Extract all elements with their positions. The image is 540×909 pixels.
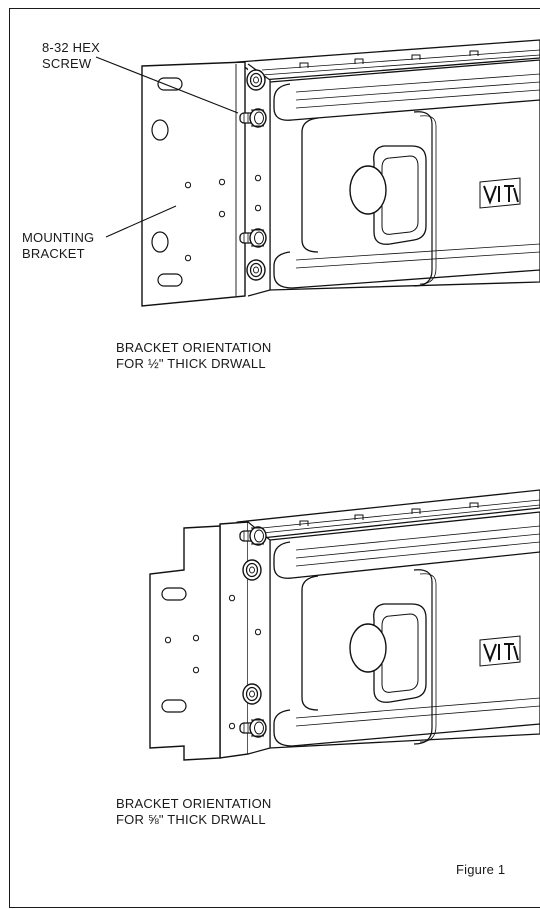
top-caption-line2: FOR ½" THICK DRWALL [116, 356, 266, 371]
figure-frame [9, 8, 540, 908]
figure-label: Figure 1 [456, 862, 506, 877]
top-caption-line1: BRACKET ORIENTATION [116, 340, 272, 355]
screw-callout-line2: SCREW [42, 56, 92, 71]
screw-callout-line1: 8-32 HEX [42, 40, 100, 55]
top-assembly [95, 39, 540, 307]
bracket-callout-line2: BRACKET [22, 246, 85, 261]
bottom-assembly [149, 489, 540, 761]
bracket-callout-line1: MOUNTING [22, 230, 95, 245]
bottom-caption-line1: BRACKET ORIENTATION [116, 796, 272, 811]
bottom-caption-line2: FOR ⅝" THICK DRWALL [116, 812, 266, 827]
